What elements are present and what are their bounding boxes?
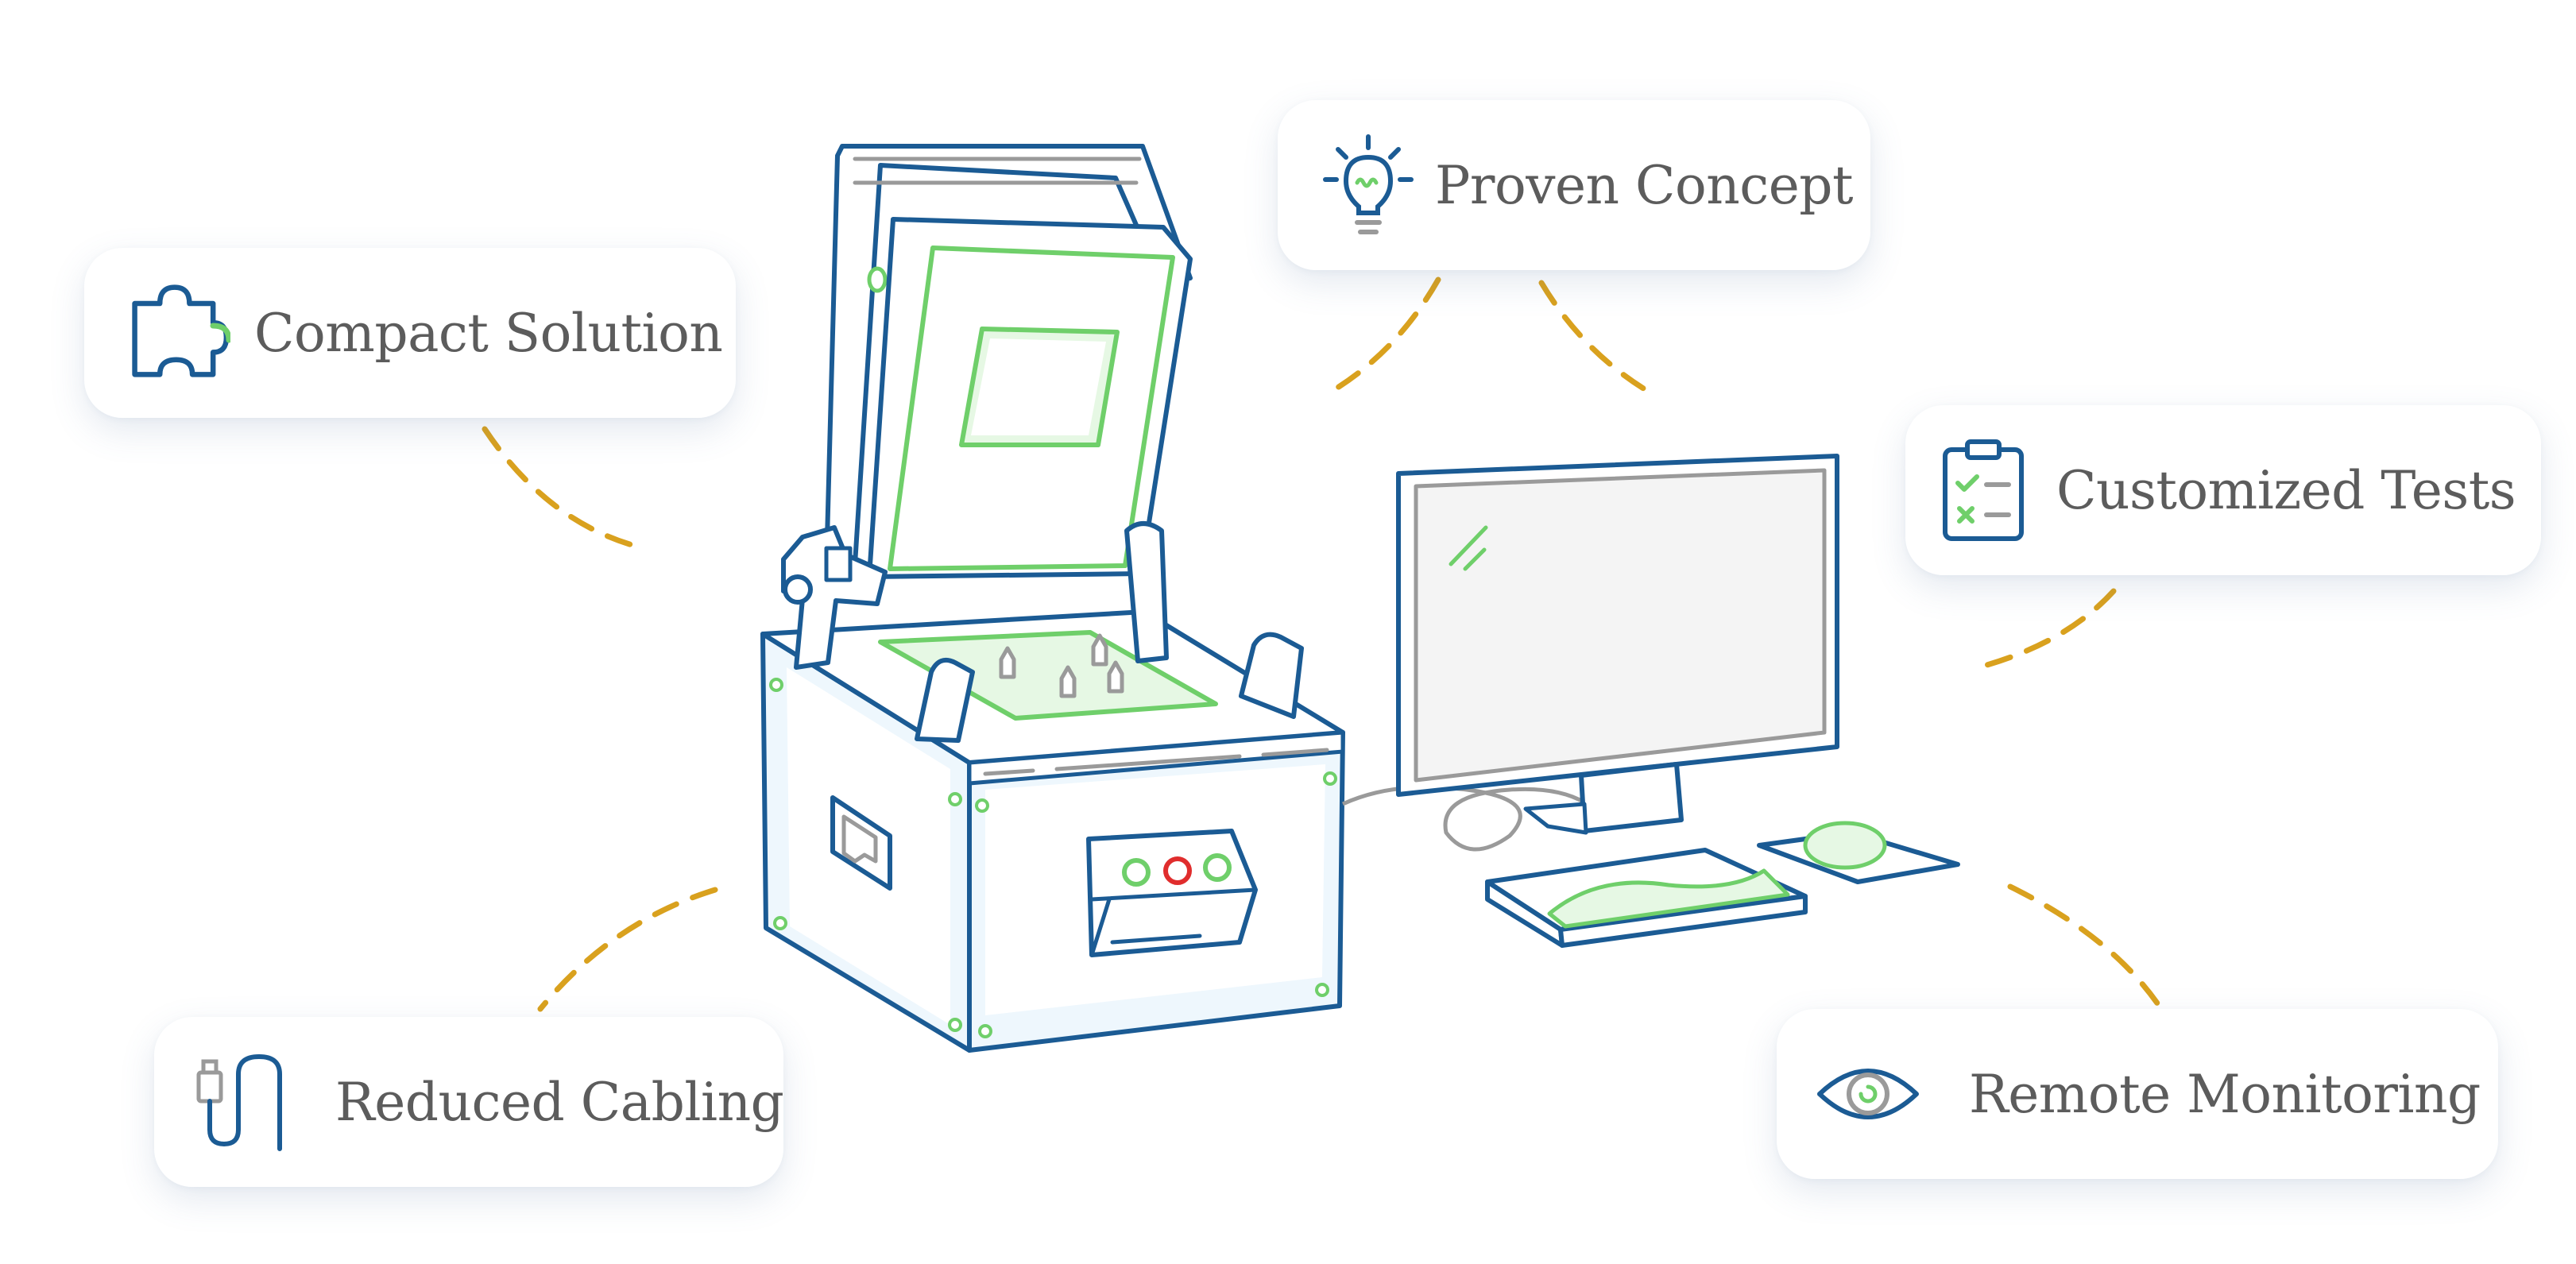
lightbulb-icon <box>1323 134 1414 234</box>
clipboard-checklist-icon <box>1943 439 2024 541</box>
puzzle-icon <box>132 284 230 377</box>
connector-compact <box>482 426 647 551</box>
feature-label: Compact Solution <box>254 302 723 364</box>
feature-card-reduced-cabling: Reduced Cabling <box>154 1017 784 1187</box>
feature-label: Customized Tests <box>2056 459 2516 521</box>
mouse-and-pad <box>1757 821 1960 884</box>
eye-icon <box>1817 1069 1919 1119</box>
front-clamp-left <box>915 658 975 743</box>
feature-card-proven-concept: Proven Concept <box>1278 100 1870 270</box>
box-screws <box>769 678 1337 1038</box>
monitor-stand <box>1579 762 1684 833</box>
connector-proven-right <box>1538 280 1648 392</box>
indicator-light-right <box>1203 853 1232 882</box>
test-pins <box>999 633 1124 698</box>
connector-custom <box>1975 588 2117 671</box>
feature-card-remote-monitoring: Remote Monitoring <box>1777 1009 2498 1179</box>
computer-monitor <box>1396 454 1839 835</box>
usb-cable-icon <box>196 1053 282 1151</box>
monitor-screen <box>1414 468 1827 783</box>
keyboard <box>1485 848 1808 948</box>
mouse <box>1803 821 1887 870</box>
indicator-light-red <box>1163 856 1192 885</box>
front-clamp-right <box>1239 632 1304 719</box>
feature-card-compact-solution: Compact Solution <box>84 248 736 418</box>
connector-remote <box>2007 883 2164 1012</box>
connector-proven-left <box>1332 276 1441 392</box>
lid-arm-right <box>1124 521 1169 663</box>
dashed-connectors <box>482 276 2164 1012</box>
feature-card-customized-tests: Customized Tests <box>1905 405 2541 575</box>
feature-label: Remote Monitoring <box>1969 1063 2481 1125</box>
feature-label: Proven Concept <box>1435 154 1854 216</box>
test-fixture-box <box>760 144 1345 1053</box>
lid-outer-frame <box>824 144 1193 571</box>
connector-cabling <box>537 887 718 1012</box>
indicator-light-left <box>1122 858 1151 887</box>
feature-label: Reduced Cabling <box>335 1071 784 1133</box>
